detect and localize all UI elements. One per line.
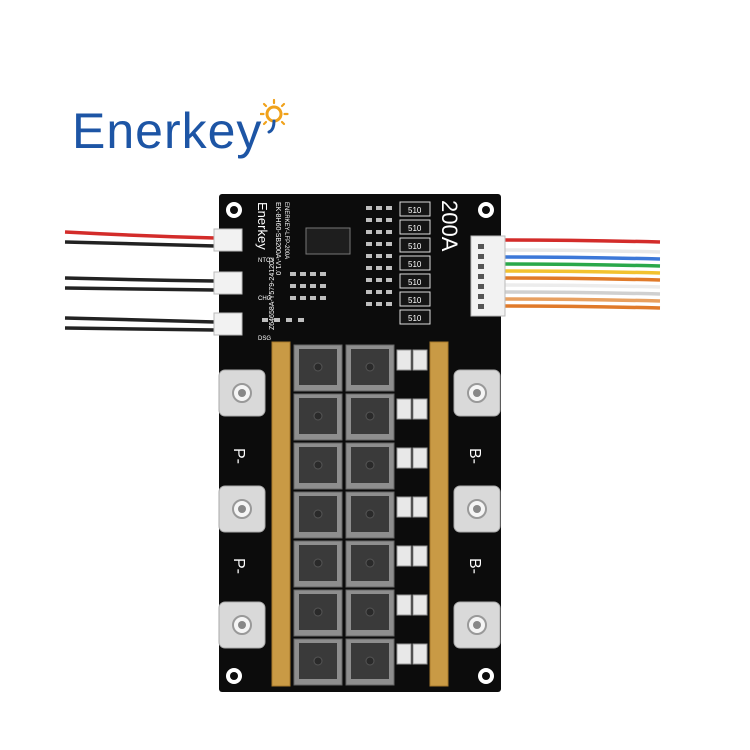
resistor-label: 510 [408,260,422,269]
capacitor-pair [396,398,428,420]
mosfet [345,540,395,588]
mosfet [293,589,343,637]
left-wire-pair-1 [64,230,216,248]
resistor-label: 510 [408,242,422,251]
terminal-pad [453,369,501,417]
bms-ic-chip [305,227,351,255]
balance-connector [470,235,506,317]
terminal-pad [218,369,266,417]
connector-label-1: NTC1 [258,258,274,264]
mosfet [293,344,343,392]
resistor-label: 510 [408,296,422,305]
silkscreen-batch-code: Z64658A-Y579-241202 [269,257,276,330]
left-connectors [213,228,243,336]
current-rating-label: 200A [437,200,462,252]
mosfet-array [293,344,395,686]
brand-logo-text: Enerkey [72,103,263,159]
sun-icon [260,98,289,134]
mounting-holes [226,202,494,684]
left-wire-pair-2 [64,276,216,292]
connector-label-3: DSG [258,336,271,342]
capacitor-array [396,349,428,665]
capacitor-pair [396,447,428,469]
mosfet [345,442,395,490]
capacitor-pair [396,349,428,371]
mosfet [345,638,395,686]
silkscreen-model-2: ENERKEY-LFP-200A [283,202,289,259]
resistor-label: 510 [408,278,422,287]
capacitor-pair [396,545,428,567]
mosfet [345,589,395,637]
terminal-pad [218,485,266,533]
pack-negative-label-2: P- [230,558,247,574]
battery-negative-label-1: B- [466,448,483,464]
brand-logo: Enerkey [72,98,302,168]
silkscreen-logo: Enerkey [255,202,270,250]
mosfet [293,638,343,686]
battery-negative-label-2: B- [466,558,483,574]
mosfet [293,491,343,539]
resistor-label: 510 [408,314,422,323]
mosfet [345,393,395,441]
mosfet [293,442,343,490]
pack-negative-label-1: P- [230,448,247,464]
bus-bar-left [271,341,291,687]
terminal-pads [218,369,501,649]
smd-components [262,206,392,322]
terminal-pad [218,601,266,649]
resistor-column: 510 510 510 510 510 510 510 [399,201,431,325]
mosfet [293,393,343,441]
resistor-label: 510 [408,206,422,215]
connector-label-2: CHG [258,296,272,302]
resistor-label: 510 [408,224,422,233]
mosfet [293,540,343,588]
capacitor-pair [396,496,428,518]
terminal-pad [453,601,501,649]
mosfet [345,491,395,539]
left-wire-pair-3 [64,316,216,332]
capacitor-pair [396,643,428,665]
mosfet [345,344,395,392]
bus-bar-right [429,341,449,687]
balance-wire-harness [504,238,661,310]
capacitor-pair [396,594,428,616]
silkscreen-model-1: EK-8H60-SB200A-V1.0 [274,202,281,275]
terminal-pad [453,485,501,533]
